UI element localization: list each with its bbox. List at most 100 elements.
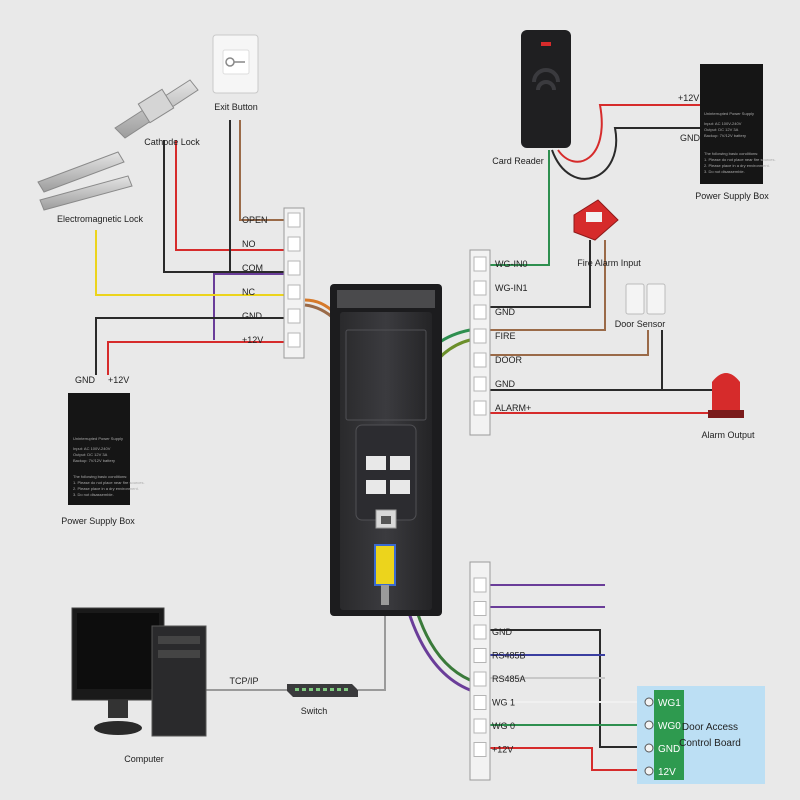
network-plug (374, 544, 396, 586)
siren-icon (712, 373, 740, 412)
control-board-screw (644, 766, 654, 776)
left-terminal-label: GND (242, 311, 263, 321)
right-top-terminal-slot (473, 280, 487, 296)
left-terminal-slot (287, 236, 301, 252)
right-bottom-terminal-label: WG 0 (492, 721, 515, 731)
left-terminal-slot (287, 284, 301, 300)
access-control-panel (330, 284, 442, 616)
wire-b12v (490, 747, 652, 771)
right-top-terminal-label: GND (495, 379, 516, 389)
alarm-output-device: Alarm Output (701, 373, 755, 440)
door-sensor-device: Door Sensor (615, 283, 666, 329)
switch-port-led (309, 688, 313, 691)
psu-right-gnd: GND (680, 133, 701, 143)
left-terminal-label: NO (242, 239, 256, 249)
computer-device: Computer (71, 607, 207, 764)
left-terminal-label: COM (242, 263, 263, 273)
connector-top-right (390, 456, 410, 470)
psu-left-spec1: Input: AC 100V-240V (73, 446, 111, 451)
right-top-terminal-label: GND (495, 307, 516, 317)
fire-alarm-device: Fire Alarm Input (573, 199, 641, 268)
psu-left-device: GND +12V Uninterrupted Power Supply Inpu… (61, 375, 144, 526)
right-bottom-terminal-label: RS485B (492, 651, 526, 661)
switch-label: Switch (301, 706, 328, 716)
psu-left-spec2: Output: DC 12V 3A (73, 452, 108, 457)
right-top-terminal-label: DOOR (495, 355, 523, 365)
right-bottom-terminal-label: +12V (492, 745, 513, 755)
right-bottom-terminal-slot (473, 577, 487, 593)
right-bottom-terminal-slot (473, 671, 487, 687)
switch-port-led (337, 688, 341, 691)
wire-com (163, 140, 284, 273)
left-terminal-label: +12V (242, 335, 263, 345)
card-reader-label: Card Reader (492, 156, 544, 166)
psu-right-notice: The following basic conditions: (704, 151, 758, 156)
switch-port-led (316, 688, 320, 691)
psu-left-note3: 3. Do not disassemble. (73, 492, 114, 497)
psu-left-label: Power Supply Box (61, 516, 135, 526)
door-sensor-label: Door Sensor (615, 319, 666, 329)
fire-alarm-label: Fire Alarm Input (577, 258, 641, 268)
psu-right-12v: +12V (678, 93, 699, 103)
right-bottom-terminal-slot (473, 624, 487, 640)
switch-device: TCP/IP Switch (229, 676, 358, 716)
right-top-terminal-slot (473, 304, 487, 320)
control-board-terminal-label: WG0 (658, 721, 681, 732)
computer-label: Computer (124, 754, 164, 764)
wire-no (175, 140, 284, 251)
connector-top-left (366, 456, 386, 470)
control-board-screw (644, 720, 654, 730)
control-board-terminal-label: GND (658, 744, 680, 755)
control-board-screw (644, 697, 654, 707)
right-bottom-terminal-slot (473, 695, 487, 710)
connector-bottom-right (390, 480, 410, 494)
switch-port-led (330, 688, 334, 691)
right-top-terminal-label: FIRE (495, 331, 516, 341)
control-board-terminal-label: WG1 (658, 698, 681, 709)
exit-button-device: Exit Button (212, 34, 259, 112)
psu-right-spec3: Backup: 7V/12V battery (704, 133, 746, 138)
left-terminal-slot (287, 332, 301, 348)
right-bottom-terminal-label: RS485A (492, 674, 526, 684)
psu-left-title: Uninterrupted Power Supply (73, 436, 123, 441)
psu-right-title: Uninterrupted Power Supply (704, 111, 754, 116)
psu-right-note2: 2. Please place in a dry environment. (704, 163, 770, 168)
right-top-terminal-label: WG-IN0 (495, 259, 528, 269)
em-lock-label: Electromagnetic Lock (57, 214, 144, 224)
psu-left-note1: 1. Please do not place near fire sources… (73, 480, 145, 485)
wire-wg-in0 (490, 150, 550, 266)
tcpip-label: TCP/IP (229, 676, 258, 686)
right-top-terminal-slot (473, 376, 487, 392)
left-terminal-slot (287, 308, 301, 324)
psu-left-gnd: GND (75, 375, 96, 385)
right-bottom-terminal-label: GND (492, 627, 513, 637)
psu-left-note2: 2. Please place in a dry environment. (73, 486, 139, 491)
psu-left-12v: +12V (108, 375, 129, 385)
wire-open (239, 120, 284, 221)
wire-reader-black (551, 127, 700, 180)
psu-right-spec1: Input: AC 100V-240V (704, 121, 742, 126)
connector-bottom-left (366, 480, 386, 494)
control-board-screw (644, 743, 654, 753)
control-board-label-1: Door Access (682, 722, 738, 733)
tower-icon (151, 625, 207, 737)
psu-right-note1: 1. Please do not place near fire sources… (704, 157, 776, 162)
wire-fire (490, 240, 606, 331)
left-terminal-slot (287, 212, 301, 228)
right-bottom-terminal-slot (473, 601, 487, 616)
left-terminal-label: OPEN (242, 215, 268, 225)
left-terminal-label: NC (242, 287, 255, 297)
switch-port-led (323, 688, 327, 691)
right-top-terminal-label: WG-IN1 (495, 283, 528, 293)
switch-port-led (344, 688, 348, 691)
wire-reader-red (557, 104, 700, 163)
card-reader-device: Card Reader (492, 30, 571, 166)
right-top-terminal-slot (473, 328, 487, 344)
psu-left-spec3: Backup: 7V/12V battery (73, 458, 115, 463)
wire-com-purple (213, 273, 284, 340)
psu-right-device: +12V GND Uninterrupted Power Supply Inpu… (678, 64, 776, 201)
